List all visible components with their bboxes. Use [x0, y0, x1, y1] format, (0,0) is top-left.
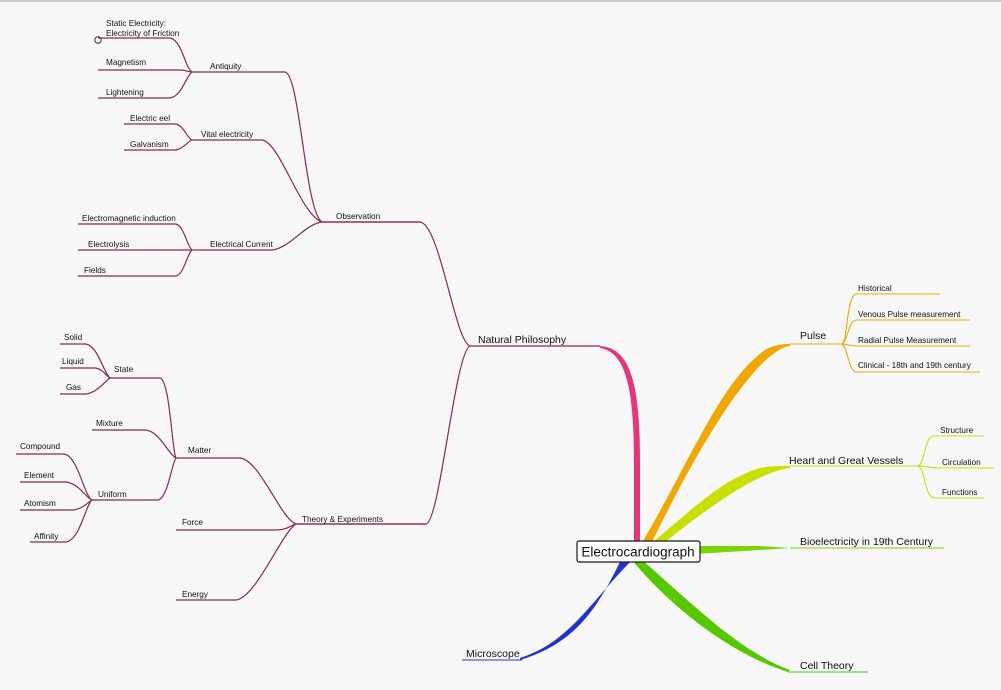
compound-label: Compound: [20, 442, 61, 451]
observation-label: Observation: [336, 212, 381, 221]
state-label: State: [114, 365, 134, 374]
cell-theory-label: Cell Theory: [800, 660, 854, 672]
lightening-label: Lightening: [106, 88, 144, 97]
theory-experiments-label: Theory & Experiments: [302, 515, 383, 524]
force-label: Force: [182, 518, 203, 527]
solid-label: Solid: [64, 333, 83, 342]
element-label: Element: [24, 471, 55, 480]
circulation-label: Circulation: [942, 458, 981, 467]
electromagnetic-induction-label: Electromagnetic induction: [82, 214, 176, 223]
venous-pulse-label: Venous Pulse measurement: [858, 310, 961, 319]
vital-electricity-label: Vital electricity: [201, 130, 254, 139]
fields-label: Fields: [84, 266, 106, 275]
energy-label: Energy: [182, 590, 209, 599]
matter-label: Matter: [188, 446, 211, 455]
magnetism-label: Magnetism: [106, 58, 146, 67]
galvanism-label: Galvanism: [130, 140, 169, 149]
bioelectricity-label: Bioelectricity in 19th Century: [800, 536, 934, 548]
natural-philosophy-connectors: [16, 36, 600, 601]
radial-pulse-label: Radial Pulse Measurement: [858, 336, 957, 345]
electrical-current-label: Electrical Current: [210, 240, 274, 249]
uniform-label: Uniform: [98, 490, 127, 499]
gas-label: Gas: [66, 383, 81, 392]
affinity-label: Affinity: [34, 532, 59, 541]
central-node[interactable]: Electrocardiograph: [576, 540, 701, 563]
functions-label: Functions: [942, 488, 978, 497]
main-branches: [520, 344, 790, 672]
natural-philosophy-label: Natural Philosophy: [478, 334, 567, 346]
central-node-label: Electrocardiograph: [581, 545, 694, 560]
structure-label: Structure: [940, 426, 974, 435]
heart-vessels-label: Heart and Great Vessels: [789, 455, 903, 467]
electrolysis-label: Electrolysis: [88, 240, 129, 249]
mixture-label: Mixture: [96, 419, 123, 428]
antiquity-label: Antiquity: [210, 62, 242, 71]
pulse-label: Pulse: [800, 330, 826, 342]
atomism-label: Atomism: [24, 499, 56, 508]
electric-eel-label: Electric eel: [130, 114, 170, 123]
historical-label: Historical: [858, 284, 892, 293]
static-electricity-label-line1: Static Electricity:: [106, 19, 166, 28]
central-node-box: [576, 540, 701, 563]
microscope-label: Microscope: [466, 648, 520, 660]
static-electricity-label-line2: Electricity of Friction: [106, 29, 180, 38]
right-connectors: [462, 293, 994, 673]
clinical-label: Clinical - 18th and 19th century: [858, 361, 972, 370]
liquid-label: Liquid: [62, 357, 84, 366]
